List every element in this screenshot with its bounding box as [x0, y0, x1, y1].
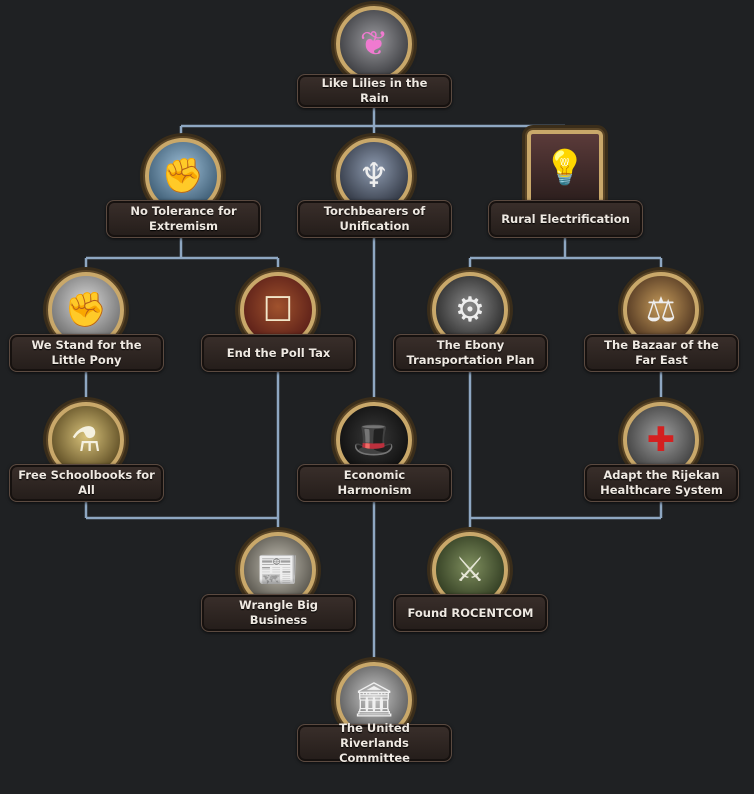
- focus-rijekan-healthcare[interactable]: ✚ Adapt the Rijekan Healthcare System: [584, 402, 739, 502]
- focus-big-business[interactable]: 📰 Wrangle Big Business: [201, 532, 356, 632]
- focus-label: Free Schoolbooks for All: [9, 464, 164, 502]
- focus-schoolbooks[interactable]: ⚗ Free Schoolbooks for All: [9, 402, 164, 502]
- focus-label: Like Lilies in the Rain: [297, 74, 452, 108]
- focus-poll-tax[interactable]: ☐ End the Poll Tax: [201, 272, 356, 372]
- focus-economic-harmonism[interactable]: 🎩 Economic Harmonism: [297, 402, 452, 502]
- focus-label: Found ROCENTCOM: [393, 594, 548, 632]
- focus-label: End the Poll Tax: [201, 334, 356, 372]
- focus-label: The Ebony Transportation Plan: [393, 334, 548, 372]
- focus-united-riverlands[interactable]: 🏛 The United Riverlands Committee: [297, 662, 452, 762]
- butterfly-icon: ❦: [336, 6, 412, 82]
- focus-label: Adapt the Rijekan Healthcare System: [584, 464, 739, 502]
- focus-bazaar[interactable]: ⚖ The Bazaar of the Far East: [584, 272, 739, 372]
- focus-label: Wrangle Big Business: [201, 594, 356, 632]
- focus-no-tolerance[interactable]: ✊ No Tolerance for Extremism: [106, 138, 261, 238]
- lightbulb-icon: 💡: [527, 130, 603, 206]
- focus-label: Economic Harmonism: [297, 464, 452, 502]
- focus-little-pony[interactable]: ✊ We Stand for the Little Pony: [9, 272, 164, 372]
- focus-label: No Tolerance for Extremism: [106, 200, 261, 238]
- focus-label: Torchbearers of Unification: [297, 200, 452, 238]
- focus-label: The Bazaar of the Far East: [584, 334, 739, 372]
- focus-torchbearers[interactable]: ♆ Torchbearers of Unification: [297, 138, 452, 238]
- focus-ebony-transportation[interactable]: ⚙ The Ebony Transportation Plan: [393, 272, 548, 372]
- focus-label: We Stand for the Little Pony: [9, 334, 164, 372]
- focus-rural-electrification[interactable]: 💡 Rural Electrification: [488, 130, 643, 238]
- focus-label: Rural Electrification: [488, 200, 643, 238]
- focus-rocentcom[interactable]: ⚔ Found ROCENTCOM: [393, 532, 548, 632]
- focus-like-lilies[interactable]: ❦ Like Lilies in the Rain: [297, 6, 452, 108]
- focus-label: The United Riverlands Committee: [297, 724, 452, 762]
